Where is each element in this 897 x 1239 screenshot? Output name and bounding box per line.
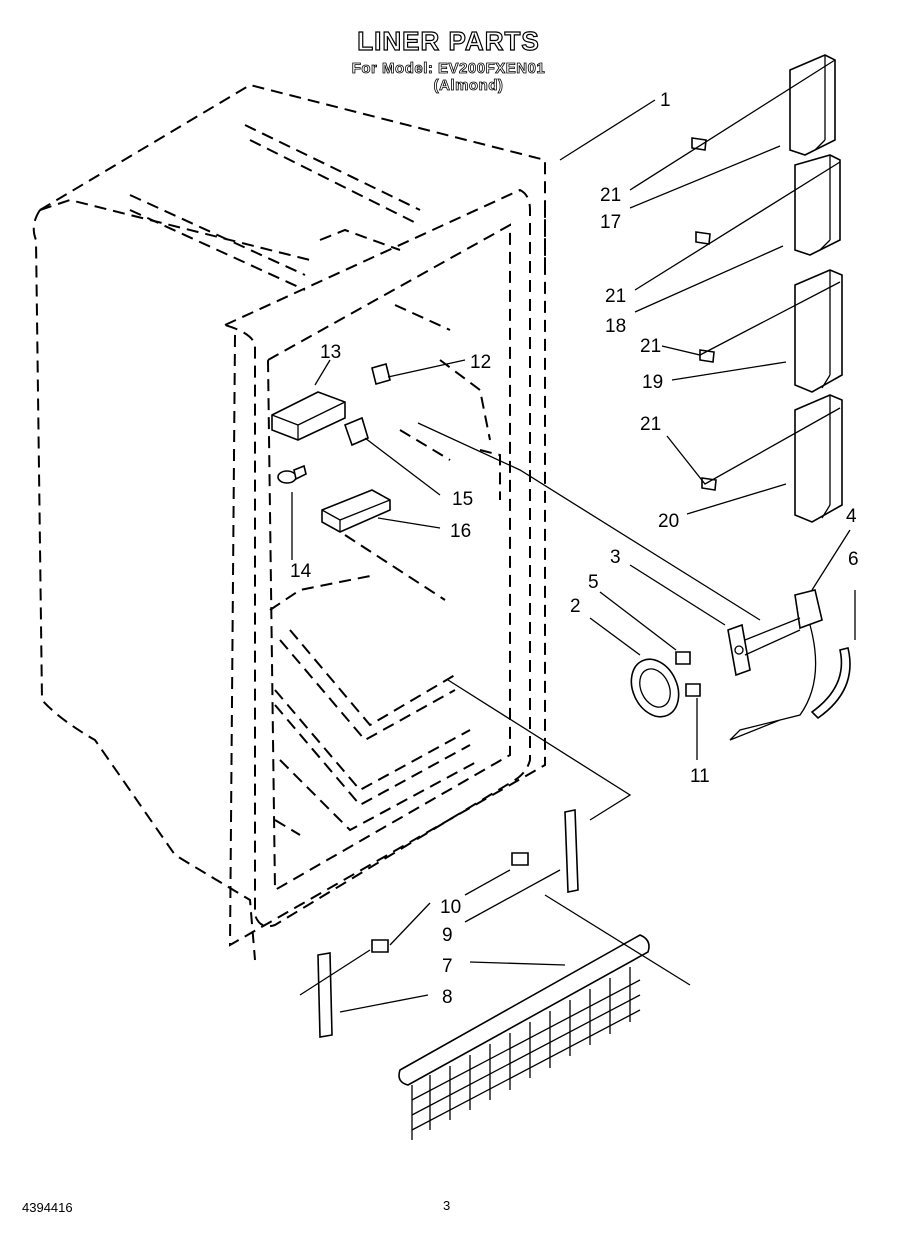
light-socket	[343, 363, 391, 447]
callout-3: 3	[610, 547, 621, 568]
light-shield	[321, 489, 391, 533]
callout-10: 10	[440, 897, 461, 918]
thermostat-bracket	[727, 623, 751, 677]
callout-11: 11	[690, 766, 710, 787]
callout-7: 7	[442, 956, 453, 977]
page-number: 3	[443, 1198, 451, 1213]
callout-20: 20	[658, 511, 679, 532]
callout-18: 18	[605, 316, 626, 337]
callout-4: 4	[846, 506, 857, 527]
callout-13: 13	[320, 342, 341, 363]
callout-numbers: 1 21 17 21 18 21 19 21 20 4 6 3 5 2 11 1…	[290, 90, 859, 1008]
thermostat-knob	[630, 658, 680, 718]
door-hinge-bracket	[789, 54, 843, 523]
callout-14: 14	[290, 561, 312, 582]
callout-5: 5	[588, 572, 599, 593]
color-subtitle: (Almond)	[433, 77, 504, 95]
callout-17: 17	[600, 212, 621, 233]
cabinet-liner-outline	[32, 83, 546, 961]
callout-9: 9	[442, 925, 453, 946]
thermostat-control	[744, 589, 823, 656]
callout-21d: 21	[640, 414, 661, 435]
callout-6: 6	[848, 549, 859, 570]
callout-15: 15	[452, 489, 473, 510]
callout-12: 12	[470, 352, 491, 373]
leader-lines	[291, 59, 856, 1013]
callout-1: 1	[660, 90, 671, 111]
document-number: 4394416	[22, 1200, 73, 1215]
callout-19: 19	[642, 372, 663, 393]
light-bulb	[277, 464, 307, 484]
shelf-support	[317, 809, 579, 1038]
model-subtitle: For Model: EV200FXEN01	[351, 60, 546, 78]
screw	[371, 137, 717, 953]
basket-wire	[398, 934, 650, 1140]
callout-16: 16	[450, 521, 471, 542]
callout-2: 2	[570, 596, 581, 617]
callout-8: 8	[442, 987, 453, 1008]
capillary-tube	[729, 624, 851, 741]
light-housing	[271, 391, 346, 441]
callout-21c: 21	[640, 336, 661, 357]
callout-21a: 21	[600, 185, 621, 206]
page-title: LINER PARTS	[357, 25, 540, 56]
callout-21b: 21	[605, 286, 626, 307]
